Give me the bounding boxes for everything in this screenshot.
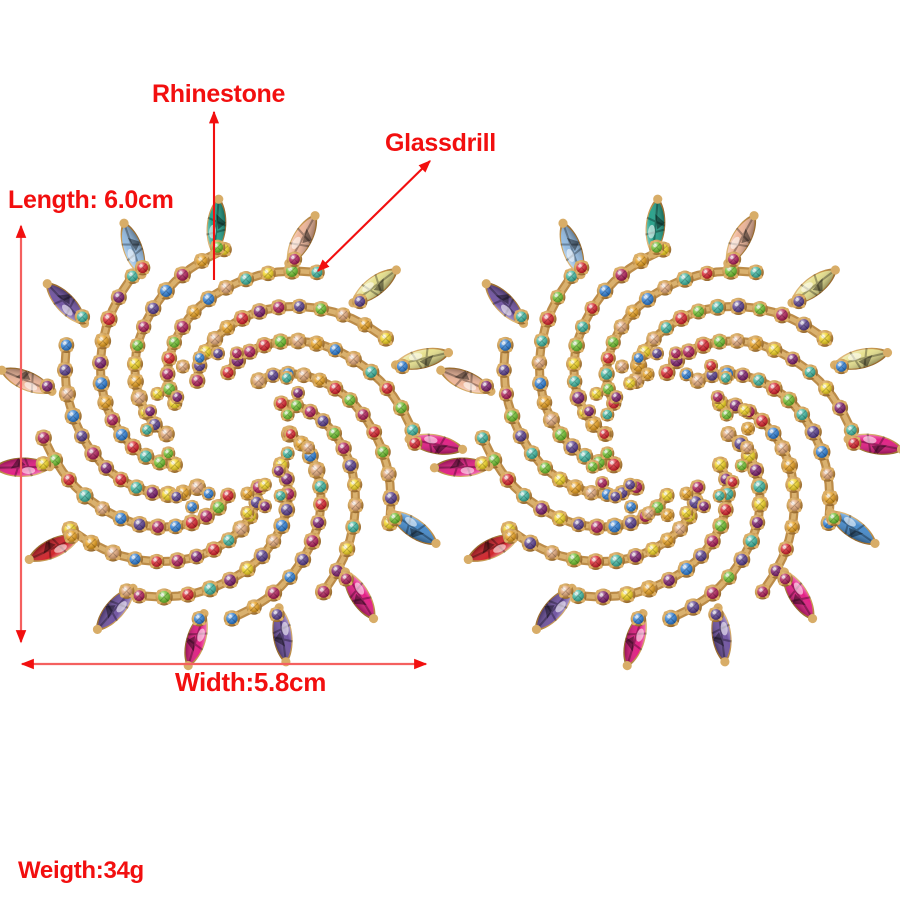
glassdrill-label: Glassdrill xyxy=(385,129,496,157)
left-earring xyxy=(0,194,468,671)
weight-label: Weigth:34g xyxy=(18,857,144,884)
length-label: Length: 6.0cm xyxy=(8,186,174,214)
rhinestone-label: Rhinestone xyxy=(152,80,286,108)
width-label: Width:5.8cm xyxy=(175,667,327,697)
right-earring xyxy=(429,194,900,671)
